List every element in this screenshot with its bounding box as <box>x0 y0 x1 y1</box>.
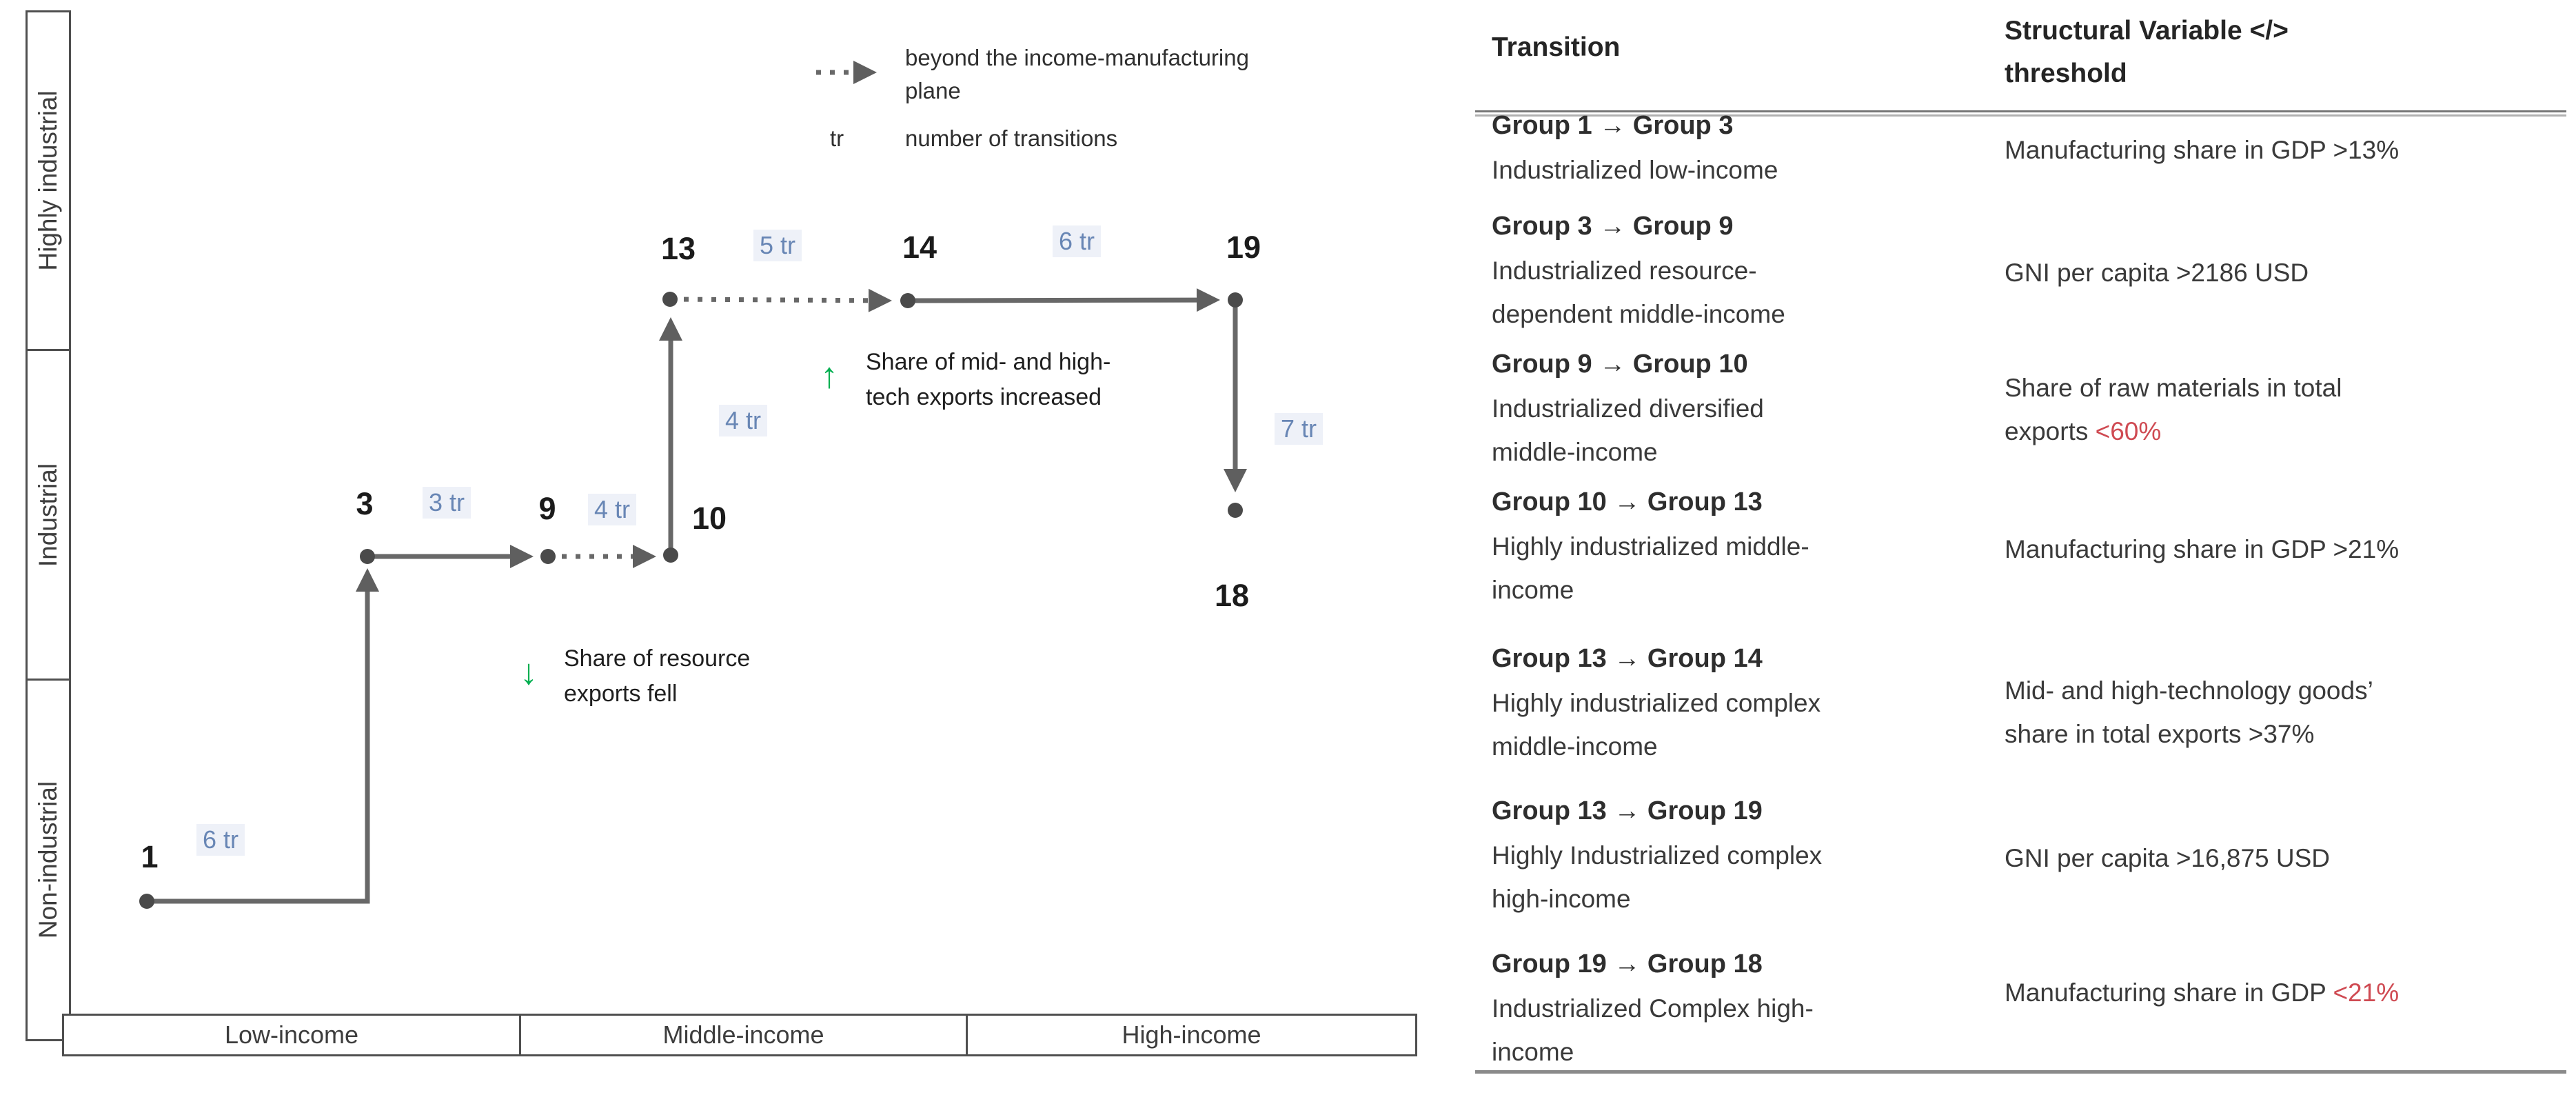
threshold-value: Manufacturing share in GDP <21% <box>2005 978 2400 1007</box>
transition-count-label: 4 tr <box>718 405 768 436</box>
group-node-dot <box>1228 292 1243 308</box>
legend-dotted-label: beyond the income-manufacturing plane <box>905 45 1249 103</box>
group-description: Highly Industrialized complex high-incom… <box>1492 841 1823 914</box>
table-header-threshold: Structural Variable </> threshold <box>2005 16 2289 89</box>
group-node-dot <box>1228 503 1243 518</box>
transition-label: Group 10 → Group 13 <box>1492 488 1763 516</box>
group-description: Industrialized diversified middle-income <box>1492 394 1764 467</box>
y-axis-label: Industrial <box>34 463 62 567</box>
arrowhead-icon <box>853 61 877 84</box>
arrowhead-icon <box>356 568 379 592</box>
table-header-transition: Transition <box>1492 32 1621 62</box>
threshold-value: Manufacturing share in GDP >13% <box>2005 136 2400 164</box>
up-arrow-icon: ↑ <box>820 356 838 396</box>
group-node-dot <box>540 549 556 564</box>
threshold-value: GNI per capita >2186 USD <box>2005 259 2309 287</box>
transition-count-label: 6 tr <box>196 824 245 856</box>
group-node-dot <box>662 292 678 307</box>
group-node-label: 18 <box>1215 578 1249 613</box>
threshold-value: Share of raw materials in total exports … <box>2005 374 2342 445</box>
group-node-dot <box>139 894 154 909</box>
x-axis-segment-middle-income: Middle-income <box>519 1016 966 1054</box>
table-row: Group 13 → Group 14 Highly industrialized… <box>1492 636 2564 769</box>
group-node-dot <box>900 293 915 308</box>
annotation-tech-exports: Share of mid- and high- tech exports inc… <box>866 349 1111 410</box>
group-description: Industrialized Complex high- income <box>1492 994 1814 1067</box>
group-node-label: 9 <box>538 491 556 526</box>
arrowhead-icon <box>510 545 534 568</box>
transition-label: Group 3 → Group 9 <box>1492 212 1734 241</box>
threshold-value: Mid- and high-technology goods’ share in… <box>2005 676 2373 748</box>
down-arrow-icon: ↓ <box>520 652 538 692</box>
group-description: Industrialized resource- dependent middl… <box>1492 256 1785 329</box>
arrowhead-icon <box>1224 469 1247 492</box>
group-node-label: 3 <box>356 486 373 521</box>
annotation-resource-exports: Share of resource exports fell <box>564 645 751 707</box>
transition-line <box>907 297 1197 303</box>
transition-table: Transition Structural Variable </> thres… <box>1475 0 2571 1095</box>
group-description: Industrialized low-income <box>1492 155 1778 184</box>
table-row: Group 10 → Group 13 Highly industrialized… <box>1492 480 2564 612</box>
transition-count-label: 3 tr <box>422 487 471 519</box>
table-header-rule <box>1475 110 2566 117</box>
arrowhead-icon <box>868 288 892 312</box>
legend-tr-symbol: tr <box>830 125 844 151</box>
threshold-value: GNI per capita >16,875 USD <box>2005 844 2331 872</box>
threshold-value: Manufacturing share in GDP >21% <box>2005 535 2400 563</box>
group-node-label: 19 <box>1226 230 1261 265</box>
transition-label: Group 1 → Group 3 <box>1492 111 1734 140</box>
group-node-label: 14 <box>902 230 937 265</box>
threshold-red-value: <21% <box>2333 978 2400 1007</box>
arrowhead-icon <box>659 317 682 341</box>
group-description: Highly industrialized complex middle-inc… <box>1492 688 1821 761</box>
transition-count-label: 6 tr <box>1052 225 1102 257</box>
y-axis-segment: Industrial <box>28 349 69 679</box>
x-axis-segment-low-income: Low-income <box>224 1021 359 1049</box>
y-axis-segment: Non-industrial <box>28 679 69 1039</box>
table-row: Group 3 → Group 9 Industrialized resource… <box>1492 204 2564 336</box>
group-node-label: 13 <box>661 231 696 266</box>
y-axis-segment: Highly industrial <box>28 12 69 349</box>
x-axis-segment-high-income: High-income <box>966 1016 1415 1054</box>
dotted-transition-line <box>669 297 869 303</box>
transition-count-label: 5 tr <box>753 230 802 261</box>
table-row: Group 1 → Group 3 Industrialized low-inco… <box>1492 103 2564 192</box>
transition-label: Group 13 → Group 19 <box>1492 796 1763 825</box>
group-description: Highly industrialized middle- income <box>1492 532 1809 605</box>
group-node-dot <box>663 548 678 563</box>
transition-count-label: 4 tr <box>587 494 637 525</box>
transition-line <box>147 592 370 904</box>
table-row: Group 9 → Group 10 Industrialized diversi… <box>1492 342 2564 474</box>
legend-tr-label: number of transitions <box>905 125 1118 151</box>
group-node-label: 10 <box>692 501 727 536</box>
group-node-label: 1 <box>141 839 158 874</box>
transition-label: Group 19 → Group 18 <box>1492 950 1763 978</box>
table-row: Group 13 → Group 19 Highly Industrialized… <box>1492 789 2564 921</box>
threshold-red-value: <60% <box>2095 416 2162 445</box>
y-axis-label: Non-industrial <box>34 781 62 939</box>
table-bottom-rule <box>1475 1070 2566 1074</box>
transition-label: Group 13 → Group 14 <box>1492 644 1763 673</box>
transition-label: Group 9 → Group 10 <box>1492 350 1748 379</box>
transition-count-label: 7 tr <box>1274 413 1324 445</box>
arrowhead-icon <box>1196 288 1220 312</box>
table-row: Group 19 → Group 18 Industrialized Comple… <box>1492 942 2564 1074</box>
y-axis-label: Highly industrial <box>34 90 62 271</box>
arrowhead-icon <box>633 545 656 568</box>
group-node-dot <box>360 549 375 564</box>
